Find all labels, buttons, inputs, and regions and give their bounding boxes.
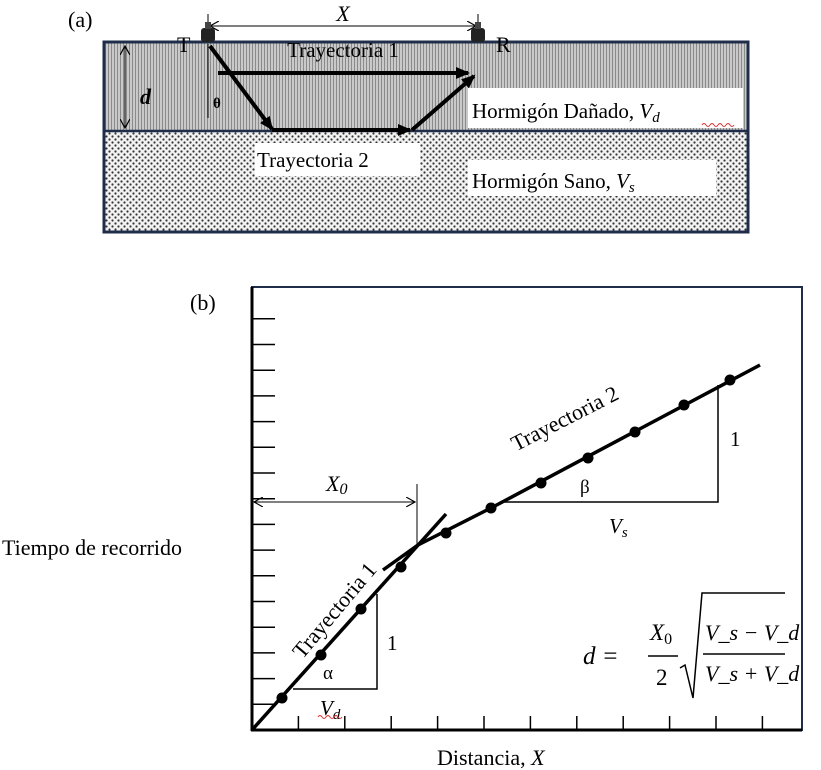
data-point (724, 374, 736, 386)
data-point (355, 603, 367, 615)
data-point (629, 426, 641, 438)
data-point (535, 477, 547, 489)
receiver-label: R (496, 32, 511, 57)
transmitter-sensor-icon (201, 22, 215, 42)
data-point (395, 561, 407, 573)
damaged-label-bg (468, 88, 743, 128)
root-numerator: V_s − V_d (705, 620, 800, 645)
root-denominator: V_s + V_d (705, 661, 800, 686)
data-point (678, 399, 690, 411)
data-point (276, 692, 288, 704)
angle-label: θ (213, 96, 221, 112)
sound-layer-label: Hormigón Sano, Vs (472, 169, 635, 196)
sound-label-bg (468, 160, 716, 196)
y-axis-label: Tiempo de recorrido (2, 535, 182, 560)
path2-line (381, 363, 761, 572)
slope1-triangle (293, 594, 378, 690)
spellcheck-squiggle (701, 123, 735, 127)
data-point (582, 452, 594, 464)
path2-label: Trayectoria 2 (257, 148, 369, 172)
formula-lhs: d = (583, 643, 619, 670)
x-axis-label: Distancia, X (437, 745, 546, 770)
spellcheck-squiggle (317, 715, 343, 719)
data-point (485, 502, 497, 514)
depth-formula: d = X0 2 V_s − V_d V_s + V_d (583, 592, 800, 699)
path1-label: Trayectoria 1 (287, 38, 399, 62)
path1-line-label: Trayectoria 1 (287, 557, 381, 663)
panel-a: (a) X T R Trayectoria 1 θ d Hormigón Dañ… (68, 1, 750, 234)
path2-down-arrow (208, 44, 274, 131)
panel-b-label: (b) (190, 290, 216, 315)
formula-numerator: X0 (649, 620, 672, 648)
path2-up-arrow (410, 74, 476, 132)
slope1-rise-label: 1 (387, 631, 398, 655)
crossover-label: X0 (325, 471, 347, 498)
formula-denominator: 2 (656, 665, 668, 690)
depth-label: d (140, 84, 152, 109)
slope2-angle-label: β (580, 477, 590, 498)
slope2-triangle (500, 385, 719, 503)
panel-b: (b) Tiempo de recorrido Distancia, X 1 α… (2, 286, 803, 770)
slope1-run-label: Vd (320, 696, 341, 723)
x-distance-label: X (335, 1, 351, 26)
x-ticks (297, 716, 764, 730)
damaged-layer-label: Hormigón Dañado, Vd (472, 99, 660, 126)
path2-label-bg (255, 143, 420, 176)
slope2-run-label: Vs (609, 514, 628, 541)
slope2-rise-label: 1 (730, 427, 741, 451)
y-ticks (252, 318, 275, 706)
transmitter-label: T (177, 32, 191, 57)
specimen-border (102, 40, 750, 234)
slope1-angle-label: α (323, 663, 333, 684)
path2-line-label: Trayectoria 2 (507, 381, 623, 456)
data-point (440, 527, 452, 539)
data-point (315, 649, 327, 661)
data-points (276, 374, 736, 704)
sqrt-sign (679, 592, 785, 699)
receiver-sensor-icon (471, 22, 485, 42)
panel-a-label: (a) (68, 7, 92, 32)
